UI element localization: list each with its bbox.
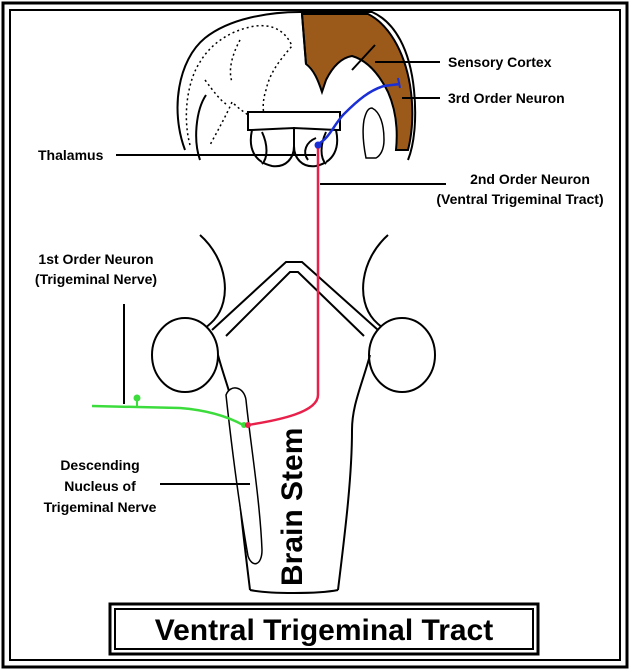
label-first-order-line2: (Trigeminal Nerve): [35, 271, 157, 287]
first-order-neuron-cell-body: [134, 395, 141, 402]
cortex-inner-gyrus: [363, 108, 384, 158]
label-third-order-neuron: 3rd Order Neuron: [448, 90, 565, 106]
first-order-neuron-path: [92, 406, 243, 425]
inner-frame: [10, 10, 620, 660]
label-brain-stem: Brain Stem: [276, 428, 309, 586]
label-descending-nucleus-line3: Trigeminal Nerve: [44, 499, 157, 515]
label-sensory-cortex: Sensory Cortex: [448, 54, 552, 70]
label-second-order-line2: (Ventral Trigeminal Tract): [436, 191, 603, 207]
third-order-neuron-cell-body: [315, 142, 322, 149]
label-first-order-line1: 1st Order Neuron: [38, 251, 153, 267]
label-descending-nucleus-line1: Descending: [60, 457, 139, 473]
diagram-title: Ventral Trigeminal Tract: [155, 614, 493, 647]
label-thalamus: Thalamus: [38, 147, 104, 163]
label-second-order-line1: 2nd Order Neuron: [470, 171, 590, 187]
second-order-neuron-cell-body: [245, 422, 251, 428]
label-descending-nucleus-line2: Nucleus of: [64, 478, 136, 494]
